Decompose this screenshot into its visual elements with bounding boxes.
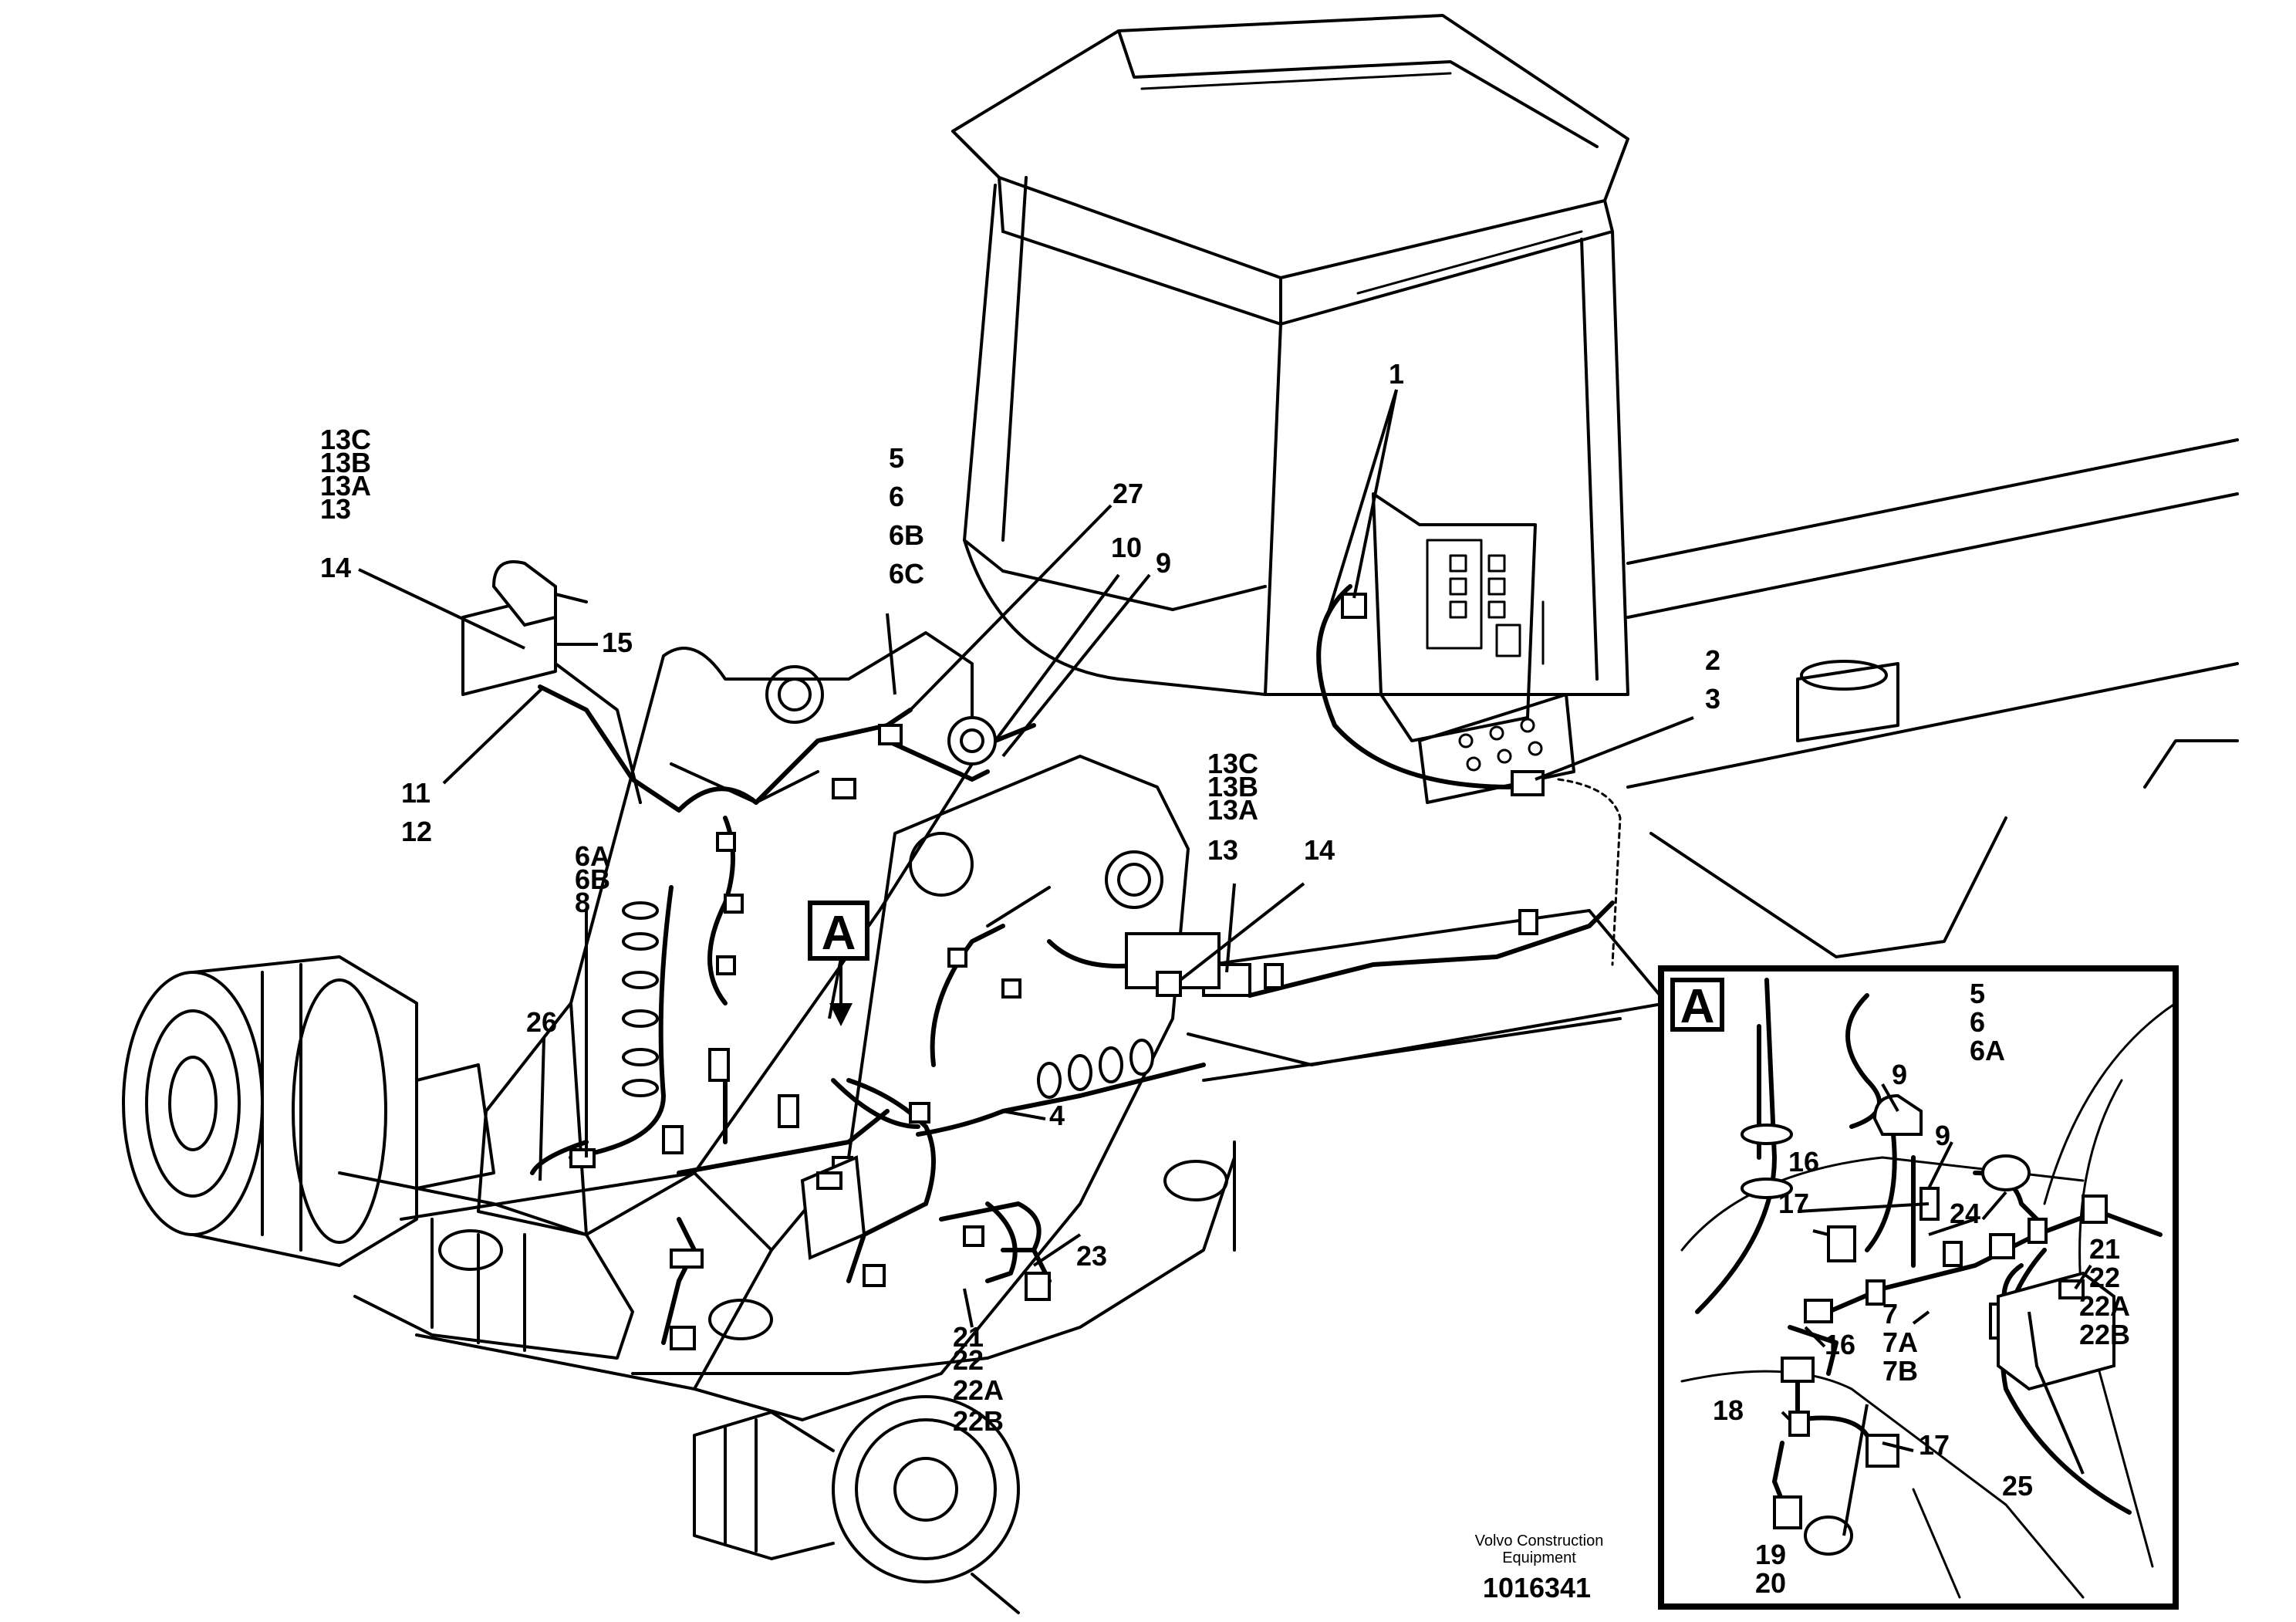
drawing-footer: Volvo Construction Equipment 1016341: [1475, 1532, 1604, 1603]
label-22A-bottom: 22A: [953, 1374, 1004, 1406]
detail-label-9-b: 9: [1935, 1120, 1950, 1151]
label-13C-top-left: 13C: [320, 424, 371, 455]
detail-label-17-a: 17: [1778, 1188, 1809, 1219]
detail-label-7: 7: [1882, 1298, 1898, 1330]
drawing-number: 1016341: [1483, 1572, 1591, 1603]
label-14-top-left: 14: [320, 552, 351, 583]
label-13-top-left: 13: [320, 493, 351, 525]
detail-label-6A: 6A: [1970, 1035, 2005, 1066]
detail-label-7B: 7B: [1882, 1355, 1918, 1387]
label-1: 1: [1389, 358, 1404, 390]
company-name-line2: Equipment: [1502, 1549, 1576, 1566]
detail-label-6: 6: [1970, 1006, 1985, 1038]
detail-label-18: 18: [1713, 1394, 1744, 1426]
callout-box-a[interactable]: A: [808, 901, 869, 1026]
detail-label-16-a: 16: [1788, 1146, 1819, 1178]
label-13C-middle: 13C: [1207, 748, 1258, 779]
label-21-bottom: 21: [953, 1321, 984, 1353]
label-27: 27: [1113, 478, 1143, 509]
detail-label-5: 5: [1970, 978, 1985, 1009]
detail-label-21: 21: [2089, 1233, 2120, 1265]
part-number-labels: 13C 13B 13A 13 14 15 11 12 5 6 6B 6C 27 …: [320, 358, 1720, 1437]
label-22-bottom: 22: [953, 1344, 984, 1376]
harness-wiring: [491, 560, 1615, 1350]
company-name-line1: Volvo Construction: [1475, 1532, 1604, 1549]
detail-label-22: 22: [2089, 1262, 2120, 1293]
detail-label-24: 24: [1950, 1198, 1980, 1229]
label-13-middle: 13: [1207, 834, 1238, 866]
label-10: 10: [1111, 532, 1142, 563]
detail-view-a: A: [1658, 965, 2179, 1610]
label-13A-middle: 13A: [1207, 794, 1258, 826]
detail-label-22B: 22B: [2079, 1319, 2130, 1350]
detail-label-7A: 7A: [1882, 1326, 1918, 1358]
label-9-main: 9: [1156, 547, 1171, 579]
label-12: 12: [401, 816, 432, 847]
label-6C: 6C: [889, 558, 924, 590]
detail-label-22A: 22A: [2079, 1290, 2130, 1322]
detail-label-25: 25: [2002, 1470, 2033, 1502]
detail-label-16-b: 16: [1825, 1329, 1855, 1360]
label-14-middle: 14: [1304, 834, 1335, 866]
detail-box-letter: A: [1680, 980, 1715, 1033]
detail-label-19: 19: [1755, 1539, 1786, 1570]
detail-label-17-b: 17: [1919, 1429, 1950, 1461]
leader-lines: [358, 389, 1694, 1328]
detail-labels: 5 6 6A 9 9 16 17 24 21 22 22A 22B 7 7A 7…: [1713, 978, 2130, 1599]
label-15: 15: [602, 627, 633, 658]
callout-box-letter: A: [822, 907, 856, 960]
cab-illustration: [951, 14, 2239, 958]
label-6B-top: 6B: [889, 519, 924, 551]
label-13B-top-left: 13B: [320, 447, 371, 478]
label-8: 8: [575, 887, 590, 918]
label-13A-top-left: 13A: [320, 470, 371, 502]
label-22B-bottom: 22B: [953, 1405, 1004, 1437]
front-frame-illustration: [400, 593, 1668, 1421]
label-23: 23: [1076, 1240, 1107, 1272]
label-6-top: 6: [889, 481, 904, 512]
label-26: 26: [526, 1006, 557, 1038]
axle-illustration: [122, 955, 1020, 1614]
label-6B-left: 6B: [575, 863, 610, 895]
label-5-top: 5: [889, 442, 904, 474]
label-2: 2: [1705, 644, 1720, 676]
label-4: 4: [1049, 1100, 1065, 1131]
label-6A-left: 6A: [575, 840, 610, 872]
label-11: 11: [401, 777, 430, 809]
electrical-distribution-panel: [1316, 492, 1622, 966]
detail-label-20: 20: [1755, 1567, 1786, 1599]
label-3: 3: [1705, 683, 1720, 715]
detail-label-9-a: 9: [1892, 1059, 1907, 1090]
label-13B-middle: 13B: [1207, 771, 1258, 803]
